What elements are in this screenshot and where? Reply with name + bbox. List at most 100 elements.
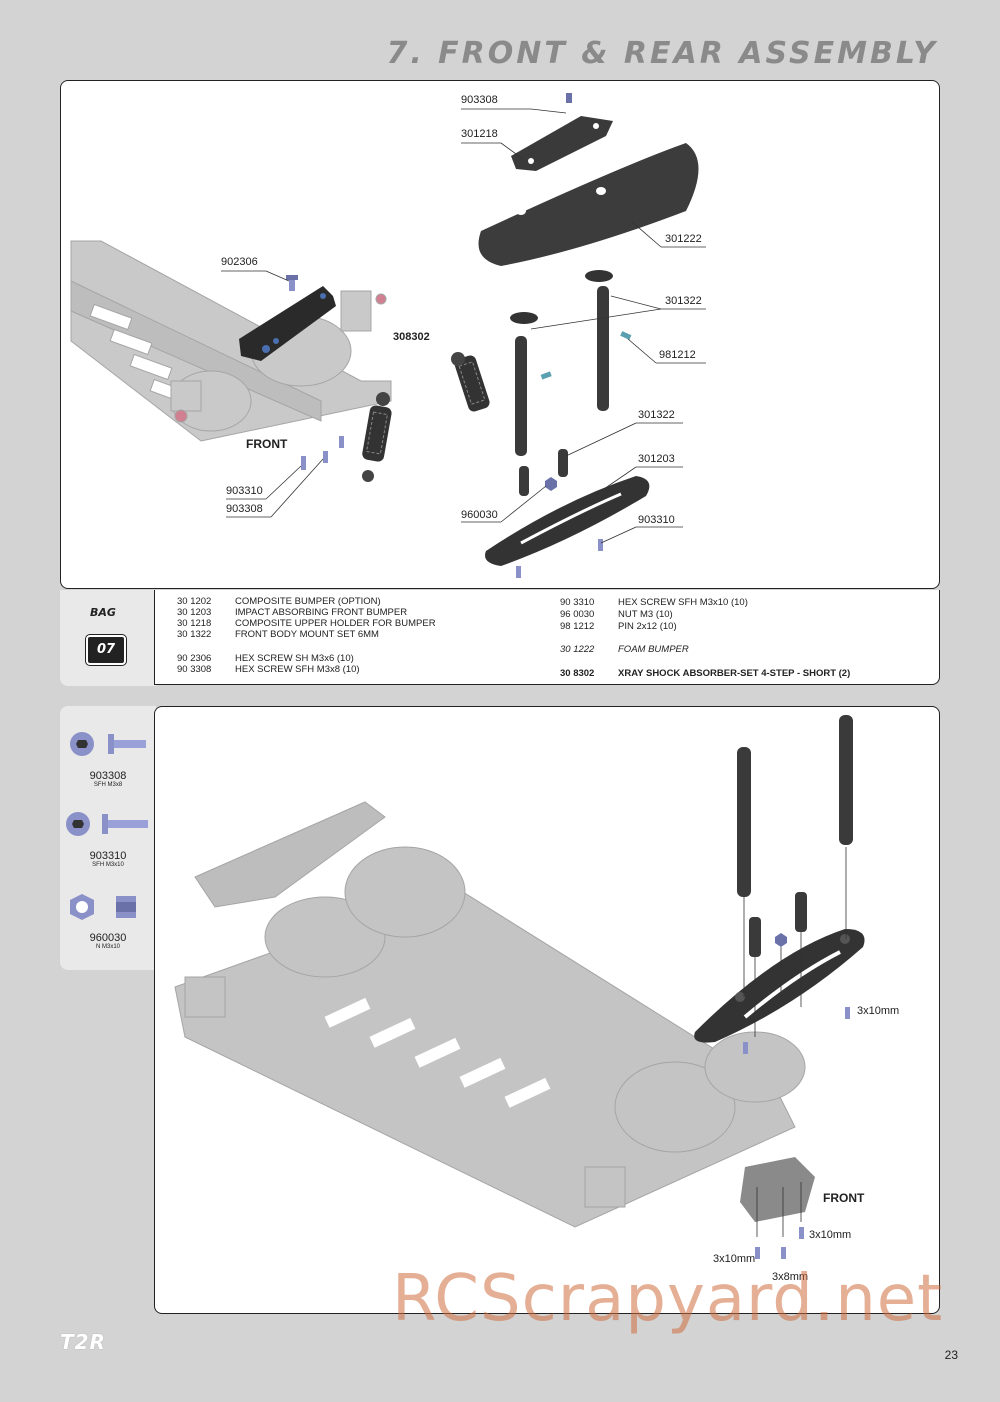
part-desc: COMPOSITE UPPER HOLDER FOR BUMPER: [235, 618, 436, 629]
body-post-left: [737, 747, 751, 897]
nut-960030-icon: [70, 894, 136, 920]
screw-903308-top: [566, 93, 572, 103]
mounted-assembly-drawing: [174, 715, 865, 1259]
hardware-legend: 903308 SFH M3x8 903310 SFH M3x10 960030 …: [60, 706, 156, 970]
label-301203: 301203: [638, 453, 675, 465]
pin-981212-right: [620, 331, 632, 340]
parts-list: 30 1202 COMPOSITE BUMPER (OPTION) 30 120…: [154, 590, 940, 685]
part-code: 30 1222: [560, 644, 595, 655]
shock-absorber-308302: [451, 352, 490, 412]
chassis-ghost-2: [174, 801, 806, 1228]
watermark: RCScrapyard.net: [392, 1262, 944, 1336]
front-assembly-drawing: [70, 93, 706, 578]
label-981212: 981212: [659, 349, 696, 361]
part-code: 30 1203: [177, 607, 212, 618]
screw-903310-right: [598, 539, 603, 551]
label-3x10-left: 3x10mm: [713, 1253, 756, 1265]
hardware-903310: 903310 SFH M3x10: [60, 806, 156, 868]
part-desc: HEX SCREW SH M3x6 (10): [235, 653, 354, 664]
part-desc: HEX SCREW SFH M3x10 (10): [618, 597, 748, 608]
screw-903310-left: [301, 456, 306, 470]
part-desc: COMPOSITE BUMPER (OPTION): [235, 596, 381, 607]
front-mark: FRONT: [246, 437, 288, 451]
front-assembly-diagram: 903308 301218 301222 902306 301322 98121…: [60, 80, 940, 589]
part-desc: FRONT BODY MOUNT SET 6MM: [235, 629, 379, 640]
screw-902306: [286, 275, 298, 291]
hardware-code: 960030: [89, 932, 127, 944]
chassis-cutouts: [324, 997, 551, 1108]
mount-spacer-left: [519, 466, 529, 496]
nut-mounted: [775, 933, 787, 947]
screw-extra-left: [339, 436, 344, 448]
label-903308-left: 903308: [226, 503, 263, 515]
part-code: 90 3310: [560, 597, 595, 608]
screw-plate-left: [743, 1042, 748, 1054]
shock-absorber-left: [362, 392, 392, 482]
label-902306: 902306: [221, 256, 258, 268]
body-mount-post-right: [585, 270, 613, 411]
part-desc: NUT M3 (10): [618, 609, 673, 620]
label-301322-b: 301322: [638, 409, 675, 421]
label-903310-right: 903310: [638, 514, 675, 526]
label-960030: 960030: [461, 509, 498, 521]
screw-bottom-left: [755, 1247, 760, 1259]
impact-bumper-301203: [485, 476, 650, 566]
part-desc: XRAY SHOCK ABSORBER-SET 4-STEP - SHORT (…: [618, 668, 851, 679]
part-desc: FOAM BUMPER: [618, 644, 689, 655]
bag-label: BAG: [90, 606, 116, 619]
front-bulkhead: [740, 1157, 815, 1222]
foam-bumper-301222: [478, 143, 699, 266]
guide-lines: [743, 847, 847, 1237]
page-title: 7. FRONT & REAR ASSEMBLY: [386, 36, 938, 71]
screw-903310-icon: [66, 812, 148, 836]
page-number: 23: [944, 1348, 958, 1362]
chassis-ghost: [70, 240, 392, 442]
label-301322-a: 301322: [665, 295, 702, 307]
bag-number: 07: [86, 635, 126, 665]
part-code: 90 2306: [177, 653, 212, 664]
spacer-right: [795, 892, 807, 932]
label-301222: 301222: [665, 233, 702, 245]
part-code: 30 1218: [177, 618, 212, 629]
label-3x10-mid: 3x10mm: [809, 1229, 852, 1241]
nut-960030: [545, 477, 557, 491]
screw-903308-left: [323, 451, 328, 463]
brand-logo: T2R: [60, 1330, 106, 1354]
part-code: 30 8302: [560, 668, 595, 679]
part-code: 30 1322: [177, 629, 212, 640]
body-post-right: [839, 715, 853, 845]
label-903308-top: 903308: [461, 94, 498, 106]
screw-bottom-right: [799, 1227, 804, 1239]
pin-981212-left: [540, 371, 552, 380]
hardware-size: SFH M3x8: [93, 782, 123, 788]
shock-tower: [239, 286, 336, 361]
mounted-assembly-diagram: 3x10mm 3x10mm 3x10mm 3x8mm FRONT: [154, 706, 940, 1314]
hardware-size: SFH M3x10: [92, 862, 124, 868]
mount-spacer-right: [558, 449, 568, 477]
hardware-903308: 903308 SFH M3x8: [60, 726, 156, 788]
label-3x8: 3x8mm: [772, 1271, 809, 1283]
label-903310-left: 903310: [226, 485, 263, 497]
hardware-size: N M3x10: [95, 944, 120, 950]
leader-lines: [221, 108, 706, 544]
bumper-plate-mounted: [694, 929, 865, 1043]
label-308302: 308302: [393, 331, 430, 343]
part-desc: IMPACT ABSORBING FRONT BUMPER: [235, 607, 408, 618]
screw-903308-icon: [70, 732, 146, 756]
part-code: 90 3308: [177, 664, 212, 675]
label-301218: 301218: [461, 128, 498, 140]
part-code: 96 0030: [560, 609, 595, 620]
label-3x10-right: 3x10mm: [857, 1005, 900, 1017]
upper-holder-301218: [511, 116, 613, 171]
hardware-960030: 960030 N M3x10: [60, 888, 156, 950]
spacer-left: [749, 917, 761, 957]
part-code: 98 1212: [560, 621, 595, 632]
part-desc: HEX SCREW SFH M3x8 (10): [235, 664, 360, 675]
part-code: 30 1202: [177, 596, 212, 607]
part-desc: PIN 2x12 (10): [618, 621, 677, 632]
front-mark-2: FRONT: [823, 1191, 865, 1205]
hardware-code: 903308: [89, 770, 127, 782]
bag-indicator: BAG 07: [60, 590, 156, 686]
body-mount-post-left: [510, 312, 538, 456]
screw-903310-bottom: [516, 566, 521, 578]
